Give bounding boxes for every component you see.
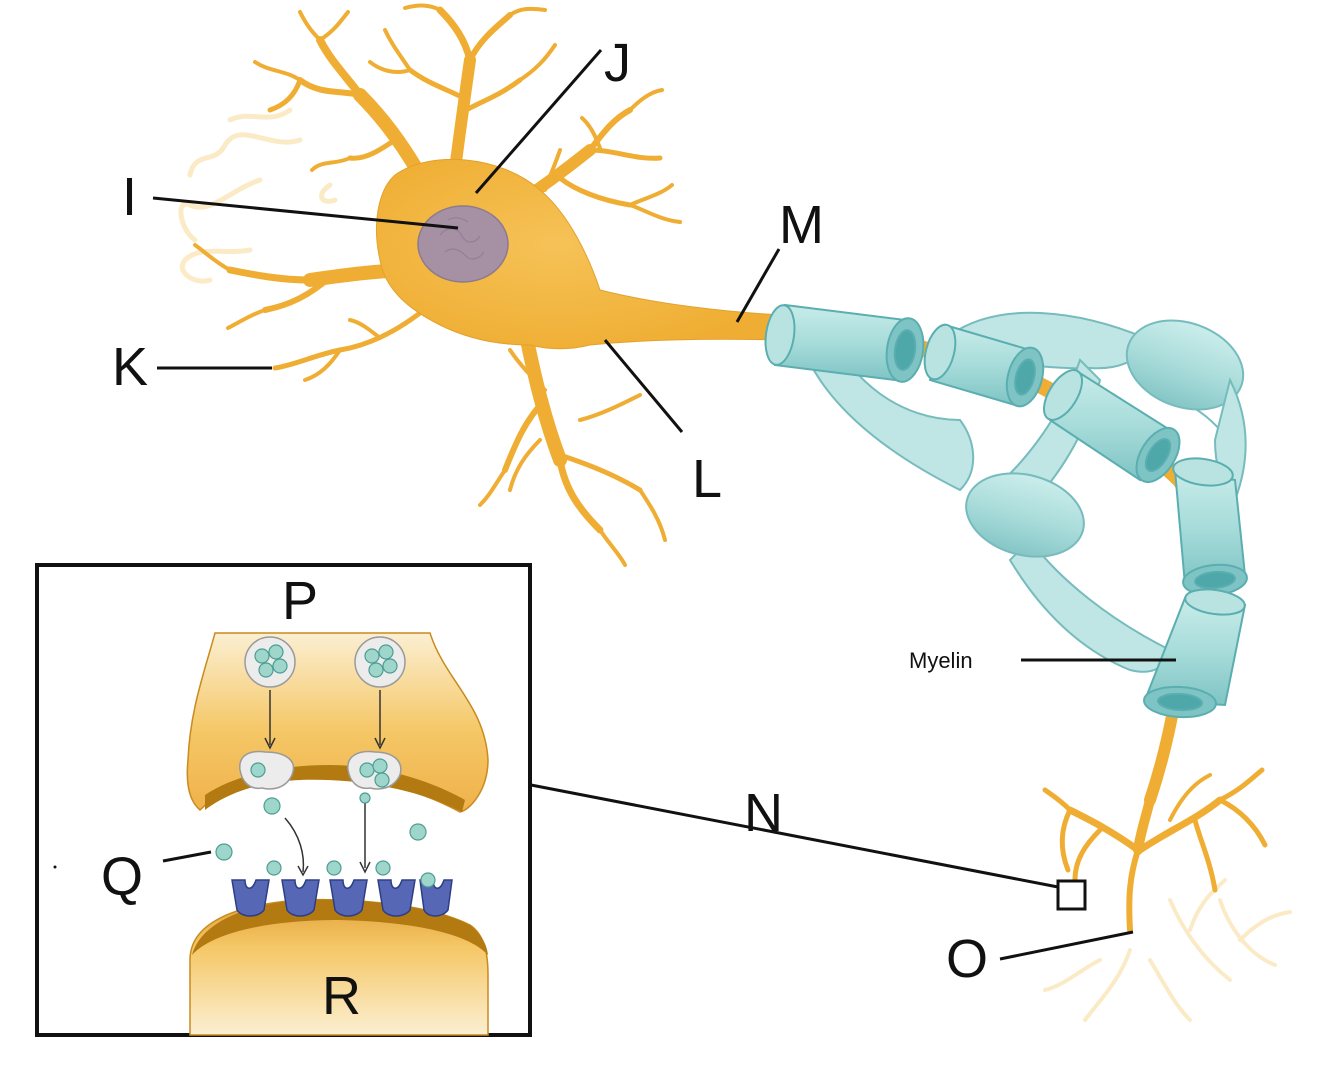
label-J: J xyxy=(604,33,631,93)
terminal-highlight-box xyxy=(1056,879,1087,911)
leader-line-L xyxy=(603,339,684,433)
myelin-segment-1 xyxy=(764,303,925,383)
myelin-segment-3 xyxy=(1042,368,1181,483)
labels: I J K L M N O P Q R Myelin xyxy=(101,33,988,1026)
label-P: P xyxy=(282,571,318,631)
leader-line-O xyxy=(999,930,1134,961)
chromatin-texture xyxy=(439,217,485,260)
myelin-segment-2 xyxy=(923,323,1045,408)
stray-dot xyxy=(53,865,57,869)
leader-line-N xyxy=(530,783,1059,889)
label-M: M xyxy=(779,195,824,255)
nucleus xyxy=(417,205,509,283)
label-O: O xyxy=(946,929,988,989)
faded-dendrites-left xyxy=(178,107,338,284)
leader-line-M xyxy=(735,248,781,323)
label-myelin: Myelin xyxy=(909,648,973,673)
synapse-inset xyxy=(35,563,532,1037)
receptors xyxy=(231,879,453,917)
myelin-segment-5 xyxy=(1143,588,1247,719)
label-R: R xyxy=(322,966,361,1026)
leader-line-Q xyxy=(162,850,212,863)
label-I: I xyxy=(122,167,137,227)
label-Q: Q xyxy=(101,847,143,907)
synaptic-vesicles xyxy=(239,636,406,790)
dendrites xyxy=(193,3,682,567)
leader-lines xyxy=(152,49,1176,961)
postsynaptic-membrane xyxy=(192,899,488,955)
myelin-segment-4 xyxy=(1172,457,1248,597)
myelin-sheath xyxy=(764,303,1248,719)
faded-terminal-branches xyxy=(1043,878,1292,1022)
release-arrows xyxy=(264,690,386,877)
axon-terminal xyxy=(1042,767,1268,933)
cell-body xyxy=(375,158,781,350)
label-L: L xyxy=(692,449,722,509)
label-N: N xyxy=(744,783,783,843)
leader-line-I xyxy=(152,196,459,230)
neurotransmitters xyxy=(215,792,436,888)
leader-line-J xyxy=(474,49,603,194)
label-K: K xyxy=(112,337,148,397)
